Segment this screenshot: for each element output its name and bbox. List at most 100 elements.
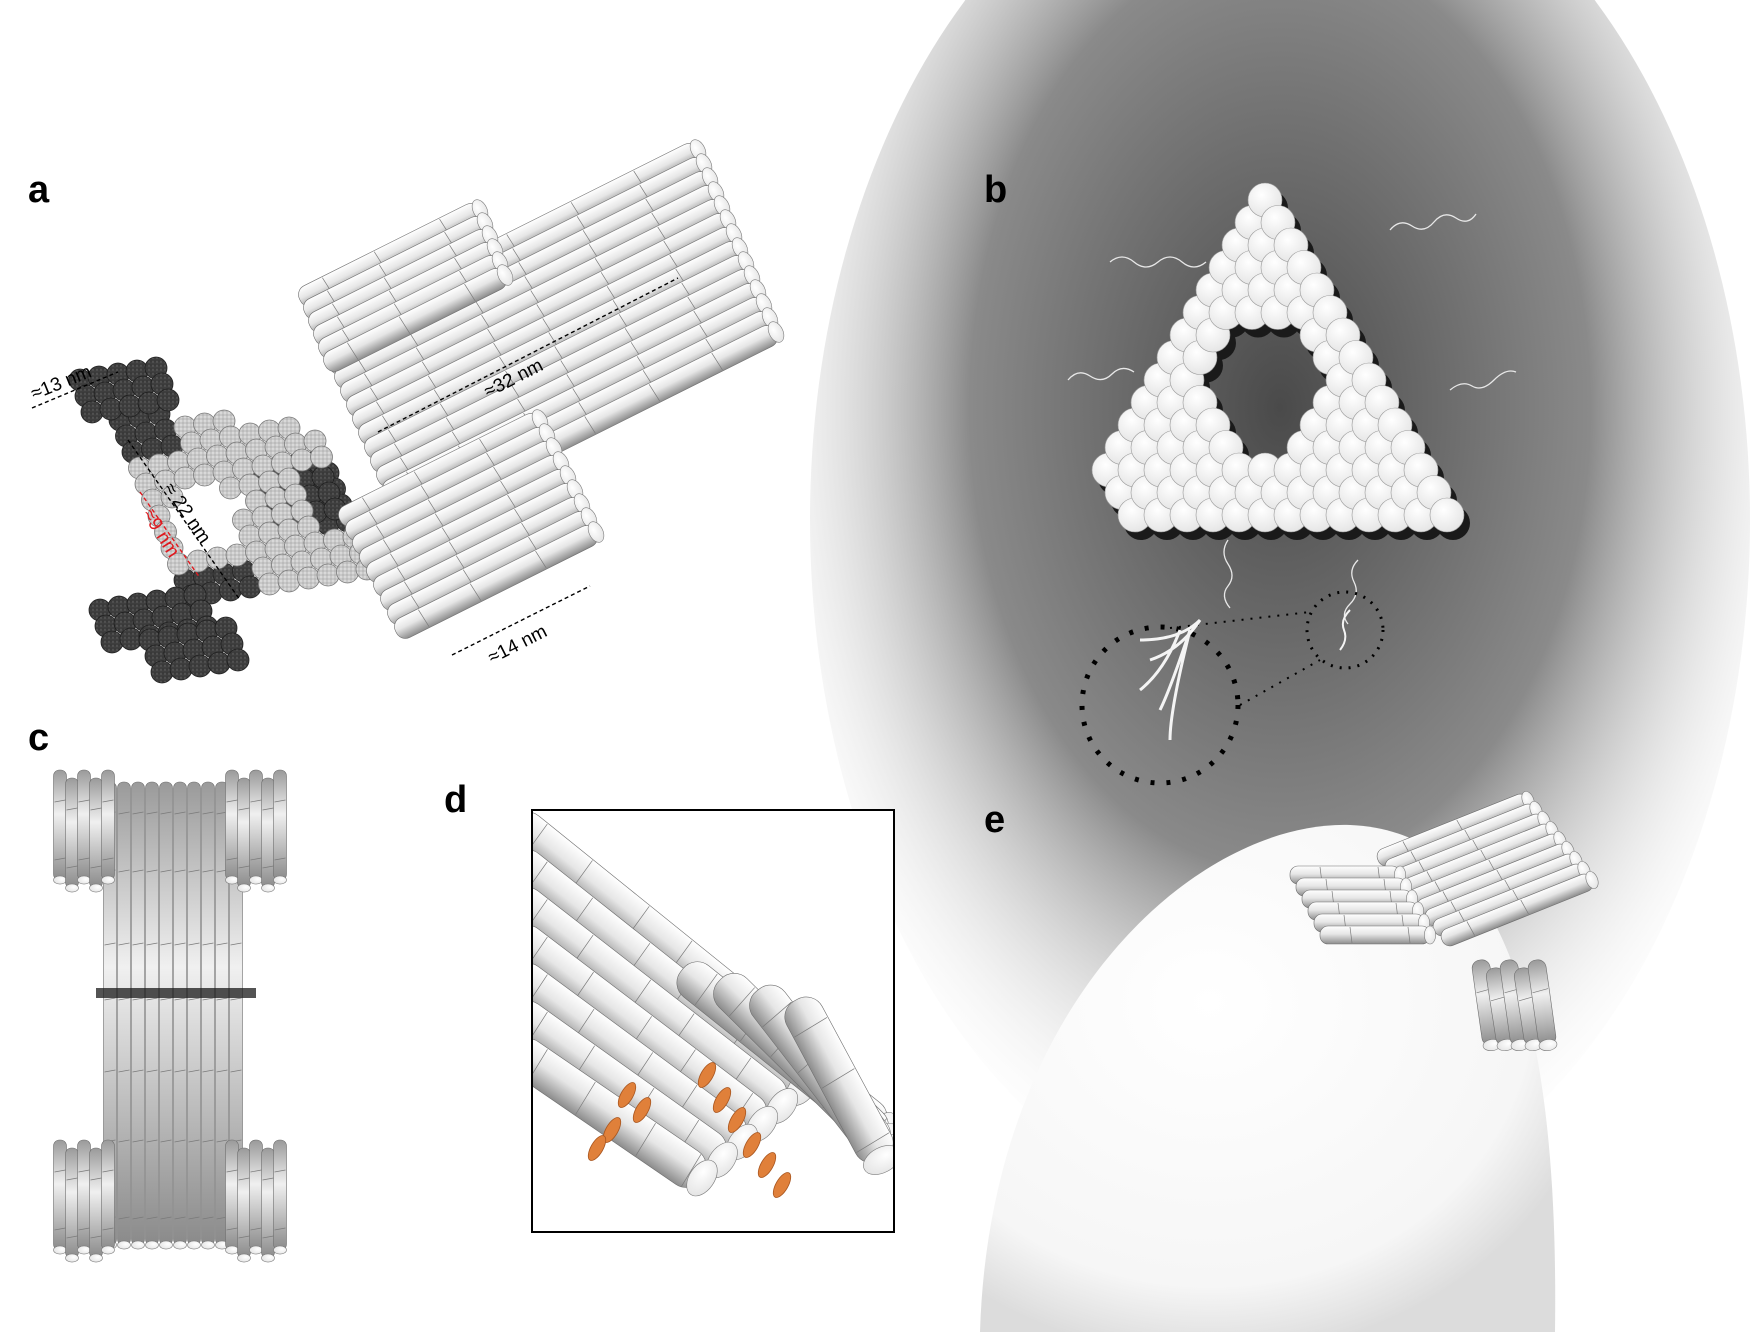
helix-rod	[338, 409, 549, 527]
cross-section-helix	[100, 630, 124, 654]
zoom-connector	[1169, 611, 1311, 629]
cross-section-helix	[99, 397, 123, 421]
cargo-molecule	[772, 1172, 792, 1198]
panel-b: b	[984, 169, 1517, 786]
cross-section-helix	[290, 448, 314, 472]
cargo-molecule	[632, 1097, 652, 1123]
cross-section-helix	[118, 394, 142, 418]
panel-c: c	[28, 717, 287, 1263]
cross-section-helix	[238, 575, 262, 599]
width-dimension-line	[451, 585, 591, 656]
helix-rod	[1513, 967, 1544, 1052]
helix-rod	[65, 1147, 79, 1263]
dna-helix-tail	[1109, 256, 1207, 268]
edge-dimension-line	[31, 371, 119, 409]
helix-rod	[532, 1038, 718, 1197]
cross-section-helix	[150, 660, 174, 684]
helix-rod	[261, 1147, 275, 1263]
cross-section-helix	[258, 572, 281, 596]
dna-double-helix-zoom	[1139, 618, 1202, 741]
helix-rod	[1527, 959, 1558, 1052]
panel-d: d	[444, 779, 895, 1233]
cross-section-helix	[193, 463, 216, 487]
helix-rod	[237, 777, 251, 893]
origami-side-view	[53, 769, 287, 1263]
panel-letter-d: d	[444, 779, 467, 821]
panel-letter-c: c	[28, 717, 49, 759]
helix-rod	[117, 781, 131, 1250]
cargo-molecule	[697, 1062, 717, 1088]
helix-end-cap	[1429, 497, 1465, 533]
helix-rod	[131, 781, 145, 1250]
width-dimension-label: ≈14 nm	[485, 621, 551, 668]
helix-rod	[159, 781, 173, 1250]
triangular-end-view	[1091, 182, 1470, 540]
helix-rod	[173, 781, 187, 1250]
panel-letter-a: a	[28, 169, 50, 211]
helix-rod	[65, 777, 79, 893]
cross-section-view: ≈13 nm ≈ 22 nm ≈9 nm	[28, 356, 379, 684]
helix-rod	[201, 781, 215, 1250]
helix-rod	[145, 781, 159, 1250]
helix-rod	[53, 1139, 67, 1255]
helix-rod	[273, 769, 287, 885]
cross-section-helix	[226, 648, 250, 672]
origami-on-membrane	[1289, 791, 1599, 1052]
helix-rod	[101, 1139, 115, 1255]
dna-helix-tail	[1067, 367, 1135, 381]
cargo-molecule	[617, 1082, 637, 1108]
membrane-sphere	[980, 824, 1556, 1332]
origami-rod-bundle	[298, 139, 785, 639]
cross-section-helix	[310, 445, 333, 469]
helix-rod	[249, 769, 263, 885]
cross-section-helix	[336, 560, 359, 584]
dna-helix-small	[1339, 609, 1351, 651]
helix-rod	[225, 1139, 239, 1255]
dna-helix-tail	[1223, 539, 1233, 609]
helix-rod	[77, 1139, 91, 1255]
panel-letter-b: b	[984, 169, 1007, 211]
helix-rod	[249, 1139, 263, 1255]
helix-rod	[53, 769, 67, 885]
cross-section-helix	[297, 566, 320, 590]
cross-section-helix	[80, 400, 104, 424]
dna-helix-tail	[1449, 370, 1517, 391]
dna-helix-tails	[1067, 213, 1517, 625]
helix-rod	[394, 521, 605, 639]
helix-rod	[261, 777, 275, 893]
helix-rod	[1319, 925, 1436, 945]
zoom-connector	[1239, 659, 1321, 706]
helix-rod	[101, 769, 115, 885]
cavity-dimension-line	[139, 491, 201, 579]
cargo-molecules	[587, 1062, 792, 1198]
zoom-circle-large	[1079, 624, 1241, 786]
height-dimension-line	[127, 439, 241, 601]
cross-section-helix	[225, 543, 249, 567]
cross-section-helix	[169, 657, 193, 681]
helix-rod	[784, 996, 894, 1175]
helix-rod	[1440, 871, 1599, 947]
junction-band	[96, 988, 256, 998]
cross-section-helix	[207, 651, 231, 675]
helix-rod	[225, 769, 239, 885]
helix-rod	[1485, 967, 1516, 1052]
cross-section-helix	[188, 654, 212, 678]
dna-helix-tail	[1389, 213, 1477, 231]
cross-section-light-helices	[128, 409, 379, 596]
cross-section-helix	[156, 388, 180, 412]
zoom-circle-small	[1305, 590, 1385, 670]
helix-rod	[323, 264, 514, 372]
cargo-molecule	[712, 1087, 732, 1113]
cross-section-helix	[186, 549, 210, 573]
cross-section-helix	[219, 476, 242, 500]
helix-rod	[89, 777, 103, 893]
panel-e: e	[980, 791, 1599, 1332]
cargo-molecule	[742, 1132, 762, 1158]
zoom-inset-box	[532, 810, 894, 1232]
cargo-molecule	[587, 1135, 607, 1161]
length-dimension-line	[377, 277, 679, 433]
cargo-molecule	[727, 1107, 747, 1133]
helix-rod	[77, 769, 91, 885]
helix-rod	[273, 1139, 287, 1255]
